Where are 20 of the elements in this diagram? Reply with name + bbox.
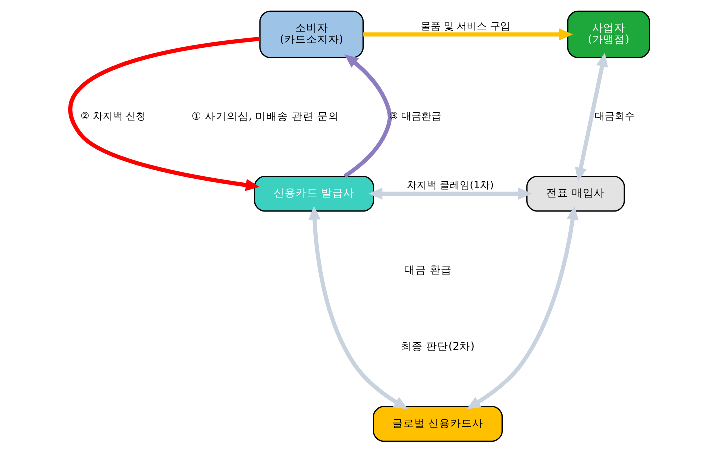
label: ① 사기의심, 미배송 관련 문의 <box>192 110 340 123</box>
node-box: 전표 매입사 <box>526 176 626 212</box>
arrow <box>308 206 408 410</box>
arrow <box>368 188 532 200</box>
edge-label: ② 차지백 신청 <box>80 112 146 123</box>
arrow <box>68 37 260 192</box>
edge-label: 차지백 클레임(1차) <box>406 180 494 192</box>
node-box: 신용카드 발급사 <box>254 176 374 212</box>
edge-label: 대금회수 <box>595 112 636 123</box>
node-box: 글로벌 신용카드사 <box>373 406 504 442</box>
label: 최종 판단(2차) <box>401 340 475 354</box>
node-box: 소비자 (카드소지자) <box>260 10 364 58</box>
arrow <box>466 206 579 410</box>
arrow <box>344 54 392 178</box>
arrow <box>575 53 608 182</box>
edge-label: 물품 및 서비스 구입 <box>420 21 510 32</box>
arrow <box>364 28 574 41</box>
node-box: 사업자 (가맹점) <box>567 10 650 58</box>
label: 대금 환급 <box>404 263 452 276</box>
edge-label: ③ 대금환급 <box>389 112 442 123</box>
